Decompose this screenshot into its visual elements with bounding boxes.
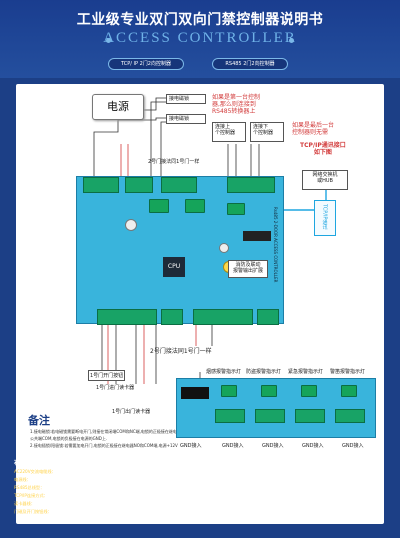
header-banner (0, 0, 400, 78)
alarm-relay-2 (261, 385, 277, 397)
alarm-terminal-1 (215, 409, 245, 423)
wiring-diagram-panel: 电源 接电磁锁 接电磁锁 如果是第一台控制 器,那么则连接到 RS485转换器上… (16, 84, 384, 524)
note-first-controller: 如果是第一台控制 器,那么则连接到 RS485转换器上 (212, 94, 261, 115)
tcp-ip-note: TCP/IP通讯接口 如下图 (300, 142, 346, 156)
wiring-title: 布线要求： (14, 459, 49, 467)
lock-2-box: 接电磁锁 (166, 114, 206, 124)
cpu-chip: CPU (163, 257, 185, 277)
wiring-line: TCP/IP连接方式：建议采用五类网线，线路总长度不超过100米。 (14, 493, 136, 498)
terminal-lock-2 (161, 177, 197, 193)
terminal-reader-1 (97, 309, 157, 325)
wiring-line: AC220V交流电缆线：建议采用RVV3芯平方毫米（或以上）线材，防止温升，电源… (14, 469, 214, 474)
page-subtitle: ACCESS CONTROLLER (103, 30, 297, 46)
terminal-reader-2 (193, 309, 253, 325)
wiring-line: RS485总线型：建议采用RVS3芯平方毫米（或以上）线材，通信最长不超过120… (14, 485, 278, 490)
tab-rs485-controller: RS485 2门2向控制器 (212, 58, 288, 70)
tcp-ip-cable-icon: TCP/IP通讯 (314, 200, 336, 236)
door1-out-reader: 1号门出门读卡器 (112, 409, 151, 415)
wiring-line: 电源线：必须使用2.5平方毫米（或以上）线材，线路不能超过30米，电源线尽量短。 (14, 477, 173, 482)
dot-left-icon (106, 38, 111, 43)
controller-board: CPU Rs485 2-DOOR ACCESS CONTROLLER (76, 176, 284, 325)
power-supply-label: 电源 (107, 100, 129, 113)
door2-top-label: 2号门接法同1号门一样 (148, 159, 200, 165)
extension-connector (181, 387, 209, 399)
next-controller-box: 连接下 个控制器 (250, 122, 284, 142)
gnd-label-2: GND接入 (262, 443, 284, 449)
terminal-lock-1 (125, 177, 153, 193)
terminal-exit-2 (257, 309, 279, 325)
lock-1-box: 接电磁锁 (166, 94, 206, 104)
fire-linkage-box: 消防及联动 报警输出扩展 (228, 260, 268, 278)
power-supply-box: 电源 (92, 94, 144, 120)
alarm-relay-3 (301, 385, 317, 397)
prev-controller-box: 连接上 个控制器 (212, 122, 246, 142)
alarm-tag-theft: 防盗报警指示灯 (246, 369, 282, 375)
wiring-line: 门磁及开门按钮线：建议采用RVV 2芯0.3平方毫米（或以上）线材，线路长度不超… (14, 509, 188, 514)
alarm-terminal-2 (255, 409, 285, 423)
alarm-terminal-4 (335, 409, 365, 423)
tab-tcp-controller: TCP/ IP 2门2向控制器 (108, 58, 184, 70)
door1-in-reader: 1号门进门读卡器 (96, 385, 135, 391)
network-switch-box: 网络交换机 或HUB (302, 170, 348, 190)
gnd-label-3: GND接入 (302, 443, 324, 449)
alarm-tag-emergency: 紧急报警指示灯 (288, 369, 324, 375)
alarm-relay-1 (221, 385, 237, 397)
alarm-tag-smoke: 烟感报警指示灯 (206, 369, 242, 375)
capacitor-1 (125, 219, 137, 231)
note-last-controller: 如果是最后一台 控制器则无需 (292, 122, 335, 136)
alarm-power-label: GND接入 (180, 443, 202, 449)
terminal-power (83, 177, 119, 193)
relay-3 (227, 203, 245, 215)
page-title: 工业级专业双门双向门禁控制器说明书 (76, 12, 324, 28)
board-side-text: Rs485 2-DOOR ACCESS CONTROLLER (273, 207, 278, 283)
door2-bottom-label: 2号门接法同1号门一样 (150, 348, 212, 355)
wiring-line: 读卡器线：建议采用RVV 8芯0.3平方毫米（或以上）线材，线路长度不超过100… (14, 501, 171, 506)
wiring-requirements: 布线要求： AC220V交流电缆线：建议采用RVV3芯平方毫米（或以上）线材，防… (14, 458, 386, 534)
relay-1 (149, 199, 169, 213)
terminal-exit-1 (161, 309, 183, 325)
door1-exit-button: 1号门开门按钮 (88, 370, 126, 381)
alarm-extension-board (176, 378, 376, 438)
remarks-text: 1.接电磁锁:若电磁锁需要断电开门,则接在常闭端COM和NC端,电锁的正极接在继… (30, 429, 181, 448)
terminal-rs485 (227, 177, 275, 193)
alarm-relay-4 (341, 385, 357, 397)
relay-2 (185, 199, 205, 213)
dot-right-icon (289, 38, 294, 43)
alarm-terminal-3 (295, 409, 325, 423)
fire-alarm-port (243, 231, 271, 241)
capacitor-2 (219, 243, 229, 253)
gnd-label-1: GND接入 (222, 443, 244, 449)
remarks-title: 备注 (28, 414, 50, 427)
alarm-tag-siren: 警笛报警指示灯 (330, 369, 366, 375)
gnd-label-4: GND接入 (342, 443, 364, 449)
